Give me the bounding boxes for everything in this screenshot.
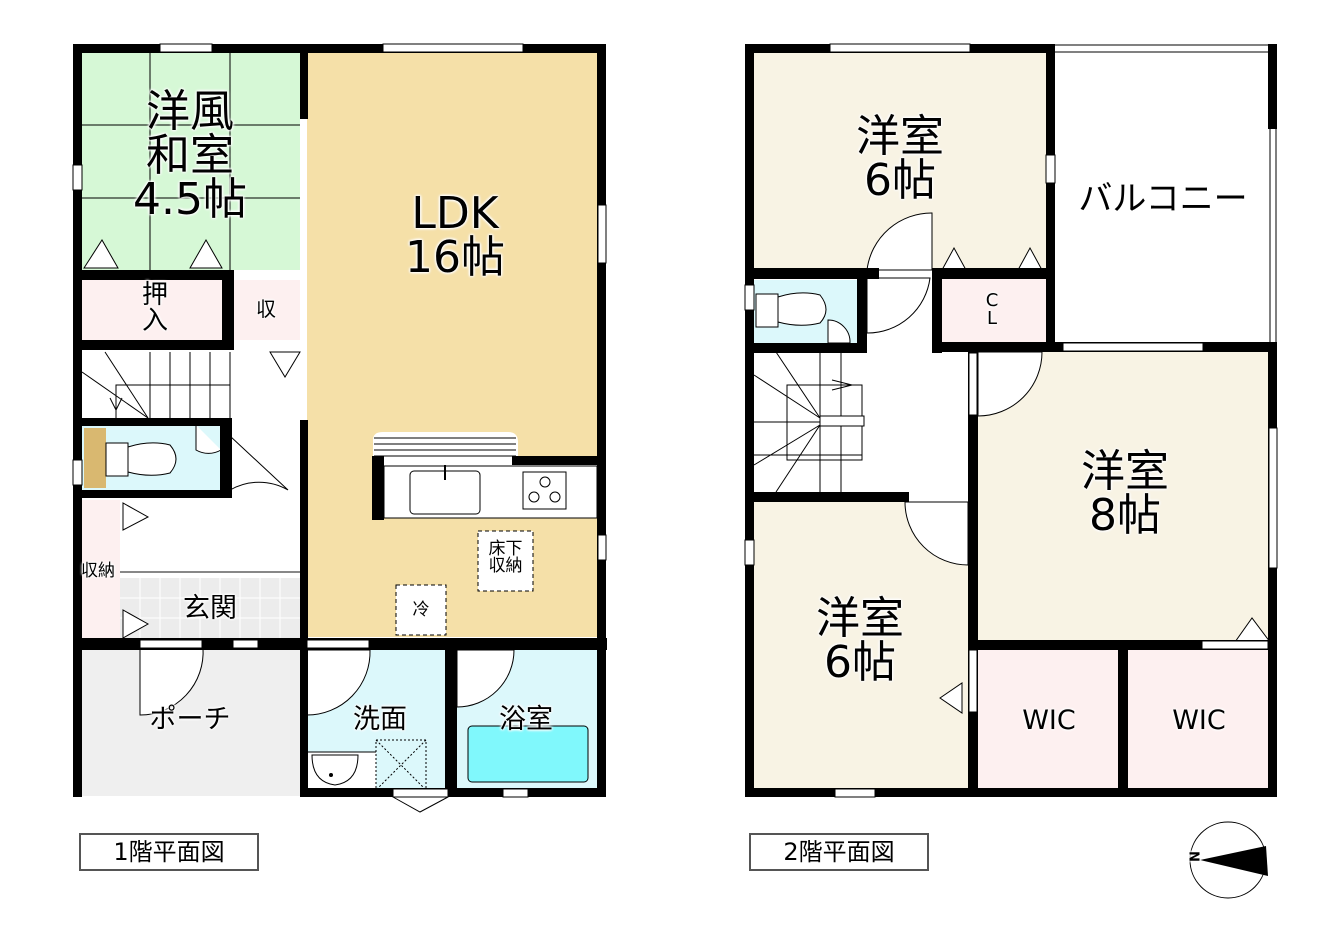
compass-rose bbox=[1189, 821, 1268, 899]
room-label-senmen: 洗面 bbox=[353, 704, 407, 735]
floor2-caption: 2階平面図 bbox=[749, 833, 929, 871]
room-label-shuno: 収納 bbox=[81, 561, 115, 581]
toilet-fixture-1f bbox=[105, 442, 177, 477]
room-label-yokushitsu: 浴室 bbox=[499, 704, 553, 735]
room-label-porch: ポーチ bbox=[149, 704, 231, 735]
room-label-fridge: 冷 bbox=[412, 600, 430, 620]
toilet-fixture-2f bbox=[755, 292, 827, 328]
fridge-space-box bbox=[395, 584, 447, 636]
room-label-yoshitsu-6a: 洋室 6帖 bbox=[856, 111, 944, 206]
room-label-wic-1: WIC bbox=[1022, 705, 1076, 736]
room-label-ldk: LDK 16帖 bbox=[405, 188, 505, 283]
stair-landing bbox=[819, 415, 865, 427]
slide-markers-1f bbox=[83, 238, 301, 639]
door-swings-1f bbox=[139, 425, 515, 716]
room-label-shu: 収 bbox=[256, 297, 276, 321]
kitchen-counter bbox=[372, 432, 598, 520]
room-label-yoshitsu-8: 洋室 8帖 bbox=[1081, 446, 1169, 541]
underfloor-storage-box bbox=[477, 530, 534, 592]
genkan-tiles bbox=[120, 578, 300, 638]
door-swings-2f bbox=[827, 212, 1043, 566]
windows-2f bbox=[744, 43, 1278, 798]
room-label-cl: C L bbox=[985, 290, 999, 329]
room-label-wic-2: WIC bbox=[1172, 705, 1226, 736]
floor1-caption: 1階平面図 bbox=[79, 833, 259, 871]
floor1-walls bbox=[73, 44, 607, 797]
windows-1f bbox=[72, 43, 607, 798]
compass-north-letter: N bbox=[1185, 851, 1201, 862]
room-label-balcony: バルコニー bbox=[1078, 179, 1248, 219]
room-label-yoshitsu-6b: 洋室 6帖 bbox=[816, 593, 904, 688]
room-label-underfloor-storage: 床下 収納 bbox=[488, 539, 523, 576]
floor2-walls bbox=[745, 44, 1277, 797]
balcony-rail bbox=[1055, 44, 1277, 345]
tatami-lines bbox=[82, 52, 300, 270]
room-label-washitsu: 洋風 和室 4.5帖 bbox=[133, 86, 247, 225]
room-label-oshiire: 押 入 bbox=[141, 280, 168, 336]
stairs-1f bbox=[81, 351, 231, 419]
window-awning bbox=[392, 796, 449, 813]
room-label-genkan: 玄関 bbox=[183, 593, 237, 624]
